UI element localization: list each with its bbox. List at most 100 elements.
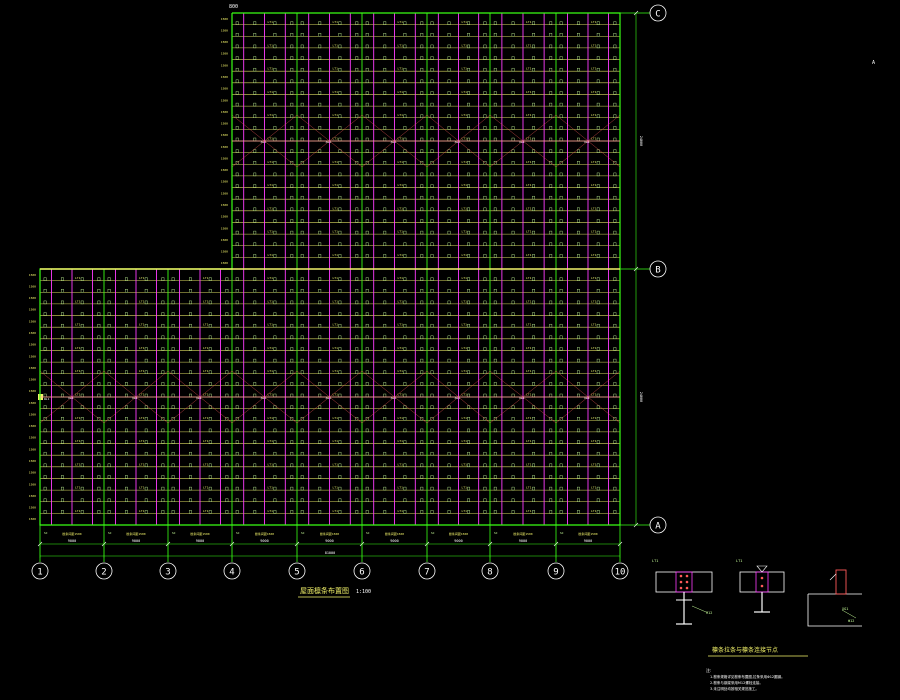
purlin-clip-mark	[596, 475, 600, 479]
purlin-clip-mark	[365, 370, 369, 374]
purlin-tag-text: LT1	[398, 113, 404, 117]
purlin-clip-mark	[430, 277, 434, 281]
purlin-tag-text: LT1	[139, 323, 145, 327]
purlin-clip-mark	[365, 195, 369, 200]
purlin-clip-mark	[447, 126, 451, 130]
purlin-clip-mark	[318, 21, 322, 25]
bay-dimension-text: 9000	[454, 539, 462, 543]
purlin-tag-text: LT1	[75, 439, 81, 443]
purlin-clip-mark	[161, 417, 165, 421]
purlin-clip-mark	[300, 475, 304, 479]
purlin-clip-mark	[613, 67, 617, 72]
purlin-tag-text: LT1	[398, 67, 404, 71]
purlin-clip-mark	[447, 172, 451, 177]
purlin-clip-mark	[300, 137, 304, 142]
purlin-clip-mark	[144, 300, 148, 305]
purlin-clip-mark	[532, 498, 535, 502]
axis-number-text: 10	[615, 568, 626, 578]
purlin-tag-text: LT1	[591, 137, 597, 141]
spacing-text: 1500	[221, 17, 228, 21]
purlin-clip-mark	[483, 323, 487, 328]
purlin-clip-mark	[430, 219, 434, 223]
purlin-clip-mark	[290, 323, 294, 328]
purlin-clip-mark	[208, 451, 212, 456]
purlin-clip-mark	[420, 498, 424, 502]
purlin-clip-mark	[235, 475, 239, 479]
purlin-clip-mark	[338, 56, 342, 60]
purlin-clip-mark	[549, 428, 553, 433]
purlin-clip-mark	[171, 300, 175, 305]
purlin-clip-mark	[403, 161, 407, 165]
purlin-clip-mark	[144, 428, 148, 433]
purlin-clip-mark	[253, 405, 257, 409]
purlin-tag-text: LT1	[398, 20, 404, 24]
purlin-clip-mark	[225, 393, 229, 398]
purlin-tag-text: LT1	[75, 276, 81, 280]
purlin-clip-mark	[355, 195, 359, 200]
purlin-clip-mark	[188, 358, 192, 363]
purlin-clip-mark	[596, 498, 600, 502]
purlin-clip-mark	[300, 172, 304, 177]
purlin-tag-text: LT1	[268, 276, 274, 280]
purlin-clip-mark	[383, 195, 387, 200]
purlin-clip-mark	[161, 289, 165, 293]
purlin-clip-mark	[493, 56, 497, 60]
purlin-clip-mark	[403, 33, 407, 37]
purlin-clip-mark	[338, 289, 342, 293]
purlin-clip-mark	[253, 254, 257, 258]
purlin-clip-mark	[107, 498, 111, 502]
purlin-clip-mark	[430, 21, 434, 25]
purlin-clip-mark	[483, 195, 487, 200]
purlin-clip-mark	[273, 102, 277, 107]
purlin-clip-mark	[80, 498, 84, 502]
purlin-tag-text: LT1	[333, 230, 339, 234]
purlin-clip-mark	[483, 475, 487, 479]
purlin-tag-text: LT1	[526, 323, 532, 327]
purlin-clip-mark	[188, 498, 192, 502]
purlin-clip-mark	[290, 184, 294, 188]
purlin-clip-mark	[43, 300, 47, 305]
purlin-clip-mark	[124, 277, 128, 281]
purlin-clip-mark	[420, 347, 424, 351]
purlin-clip-mark	[355, 451, 359, 456]
purlin-clip-mark	[235, 405, 239, 409]
purlin-clip-mark	[365, 21, 369, 25]
purlin-clip-mark	[161, 382, 165, 386]
purlin-clip-mark	[355, 382, 359, 386]
purlin-clip-mark	[532, 475, 535, 479]
purlin-clip-mark	[338, 451, 342, 456]
purlin-clip-mark	[61, 370, 64, 374]
purlin-clip-mark	[447, 137, 451, 142]
purlin-clip-mark	[383, 172, 387, 177]
purlin-clip-mark	[483, 358, 487, 363]
purlin-clip-mark	[365, 463, 369, 468]
purlin-clip-mark	[430, 126, 434, 130]
purlin-tag-text: LT1	[268, 323, 274, 327]
purlin-clip-mark	[577, 102, 580, 107]
purlin-clip-mark	[511, 277, 515, 281]
purlin-clip-mark	[318, 277, 322, 281]
purlin-clip-mark	[430, 254, 434, 258]
purlin-clip-mark	[483, 102, 487, 107]
purlin-clip-mark	[596, 195, 600, 200]
purlin-clip-mark	[403, 242, 407, 246]
purlin-clip-mark	[253, 428, 257, 433]
purlin-clip-mark	[596, 323, 600, 328]
purlin-clip-mark	[273, 486, 277, 491]
purlin-clip-mark	[107, 277, 111, 281]
purlin-clip-mark	[235, 300, 239, 305]
purlin-clip-mark	[483, 428, 487, 433]
purlin-tag-text: LT1	[591, 90, 597, 94]
brace-tag-text: SC	[366, 531, 370, 535]
purlin-clip-mark	[80, 486, 84, 491]
purlin-clip-mark	[493, 323, 497, 328]
spacing-text: 1500	[29, 412, 36, 416]
purlin-clip-mark	[383, 207, 387, 212]
spacing-text: 1500	[29, 284, 36, 288]
purlin-tag-text: LT1	[462, 393, 468, 397]
purlin-clip-mark	[144, 417, 148, 421]
spacing-text: 1500	[221, 133, 228, 137]
purlin-clip-mark	[235, 254, 239, 258]
purlin-tag-text: LT1	[139, 369, 145, 373]
axis-letter-text: C	[655, 10, 660, 20]
